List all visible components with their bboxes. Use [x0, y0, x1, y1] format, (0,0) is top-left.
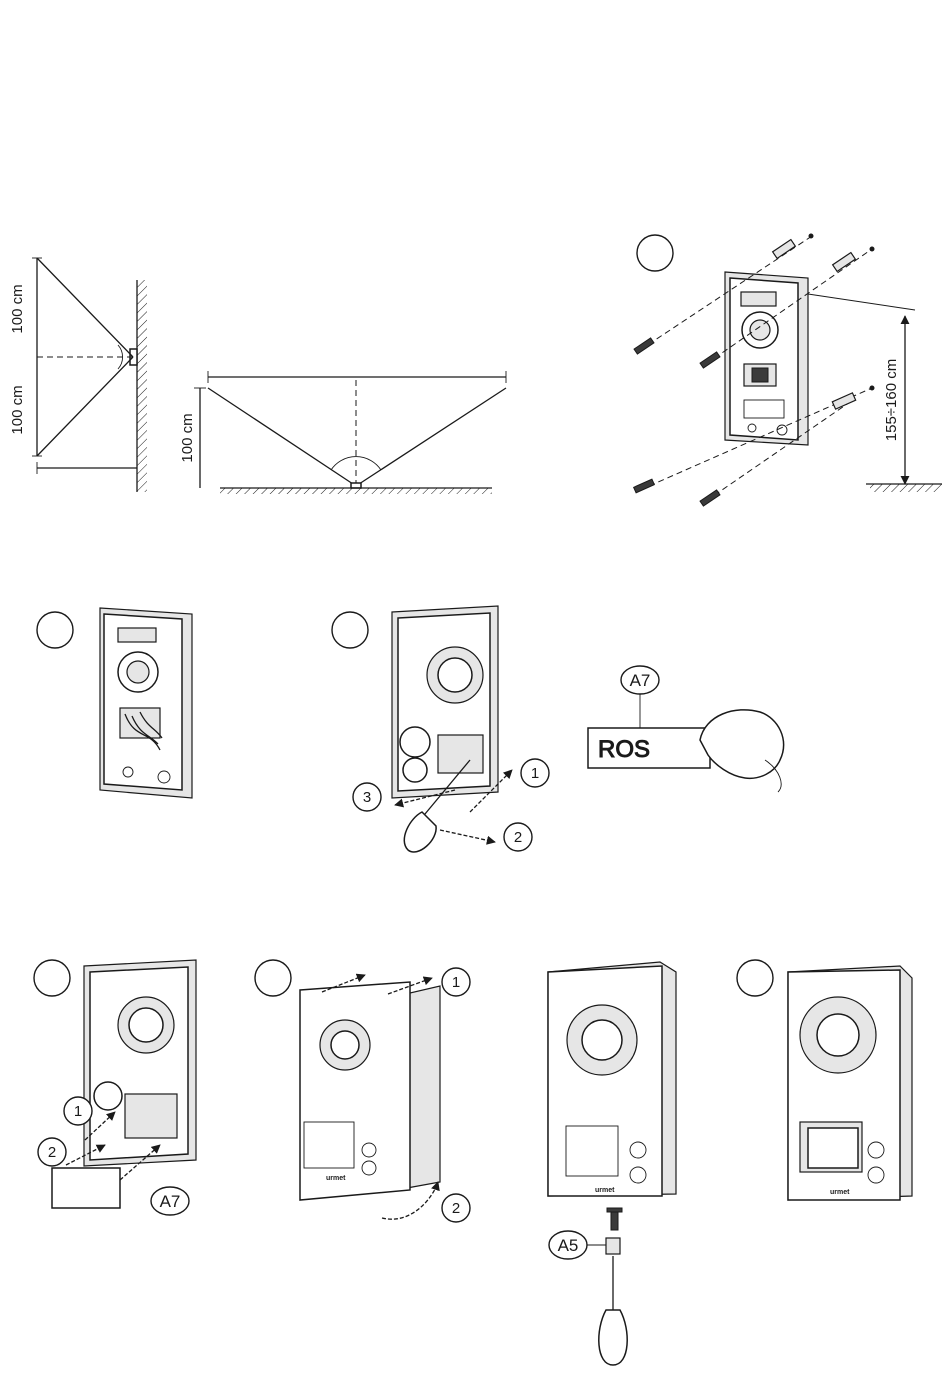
brand-wordmark-2: urmet	[595, 1187, 615, 1194]
step-number-2: 2	[514, 829, 522, 846]
label-cover-part	[52, 1168, 120, 1208]
name-label-text: ROS	[598, 736, 650, 763]
insert-step-1: 1	[74, 1103, 82, 1120]
floor-zone-label: 100 cm	[179, 413, 196, 462]
vertical-view-angle-figure: 100 cm 100 cm	[9, 258, 147, 492]
lower-zone-label: 100 cm	[9, 385, 26, 434]
clip-step-2: 2	[452, 1200, 460, 1217]
removal-figure: 1 2 3	[332, 606, 549, 852]
step-number-3: 3	[363, 789, 371, 806]
upper-zone-label: 100 cm	[9, 284, 26, 333]
step-number-1: 1	[531, 765, 539, 782]
screw-icon	[607, 1208, 622, 1230]
label-insertion-figure: 1 2 A7	[34, 960, 196, 1215]
step-badge	[255, 960, 291, 996]
step-badge	[37, 612, 73, 648]
finished-unit-figure: urmet	[737, 960, 912, 1200]
front-panel-clip-figure: urmet 1 2	[255, 960, 470, 1222]
screwdriver-icon	[599, 1256, 627, 1365]
brand-wordmark-3: urmet	[830, 1189, 850, 1196]
wiring-figure	[37, 608, 192, 798]
step-badge	[637, 235, 673, 271]
fixing-screw-figure: urmet A5	[548, 962, 676, 1365]
screw-callout: A5	[558, 1236, 579, 1255]
brand-wordmark: urmet	[326, 1175, 346, 1182]
insert-step-2: 2	[48, 1144, 56, 1161]
horizontal-view-angle-figure: 100 cm	[179, 371, 506, 494]
clip-step-1: 1	[452, 974, 460, 991]
wall-mounting-figure: 155÷160 cm	[634, 234, 942, 507]
label-strip-callout-2: A7	[160, 1192, 181, 1211]
screw-icon	[634, 338, 720, 506]
label-strip-callout: A7	[630, 671, 651, 690]
label-writing-figure: A7 ROS	[588, 666, 790, 792]
step-badge	[737, 960, 773, 996]
step-badge	[332, 612, 368, 648]
step-badge	[34, 960, 70, 996]
mounting-height-label: 155÷160 cm	[883, 359, 900, 441]
